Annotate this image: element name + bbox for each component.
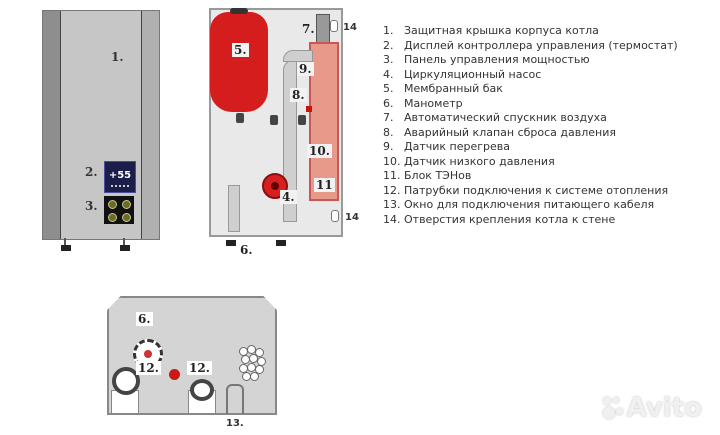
legend-number: 4. <box>383 67 394 81</box>
label-14-bottom: 14 <box>345 212 359 223</box>
legend-text: Защитная крышка корпуса котла <box>404 24 599 37</box>
legend-text: Автоматический спускник воздуха <box>404 111 607 124</box>
legend-number: 10. <box>383 154 401 168</box>
legend-item: 3. Панель управления мощностью <box>383 53 678 68</box>
boiler-front-view <box>42 10 160 240</box>
legend-text: Циркуляционный насос <box>404 67 542 81</box>
heater-block <box>309 42 339 201</box>
legend-item: 8. Аварийный клапан сброса давления <box>383 126 678 141</box>
front-leg-pipe-right <box>123 238 125 246</box>
front-leg-left <box>61 245 71 251</box>
front-leg-right <box>120 245 130 251</box>
legend-item: 2. Дисплей контроллера управления (термос… <box>383 39 678 54</box>
legend-text: Датчик перегрева <box>404 140 510 153</box>
front-right-side <box>141 11 159 239</box>
legend-item: 4. Циркуляционный насос <box>383 68 678 83</box>
valve-1 <box>236 113 244 123</box>
parts-legend: 1. Защитная крышка корпуса котла 2. Диспле… <box>383 24 678 227</box>
valve-3 <box>298 115 306 125</box>
legend-number: 13. <box>383 198 401 211</box>
legend-text: Окно для подключения питающего кабеля <box>404 198 655 211</box>
mount-hole-top <box>330 20 338 32</box>
label-11: 11 <box>314 178 335 192</box>
heating-port-right <box>190 379 214 401</box>
power-button-3 <box>108 213 117 222</box>
label-8: 8. <box>290 88 307 102</box>
label-6-bottom: 6. <box>136 312 153 326</box>
power-control-panel <box>104 196 134 224</box>
cable-window <box>226 384 244 414</box>
legend-number: 1. <box>383 24 394 37</box>
legend-text: Манометр <box>404 96 463 110</box>
red-indicator <box>169 369 180 380</box>
legend-number: 5. <box>383 82 394 95</box>
legend-number: 2. <box>383 38 394 52</box>
front-left-side <box>43 11 61 239</box>
legend-text: Панель управления мощностью <box>404 53 590 66</box>
power-button-1 <box>108 200 117 209</box>
label-12-right: 12. <box>187 361 212 375</box>
legend-text: Патрубки подключения к системе отопления <box>404 183 669 197</box>
legend-number: 7. <box>383 111 394 124</box>
legend-text: Аварийный клапан сброса давления <box>404 125 617 139</box>
legend-item: 7. Автоматический спускник воздуха <box>383 111 678 126</box>
membrane-tank <box>210 8 268 112</box>
display-indicator-dots <box>111 185 129 189</box>
legend-item: 14.Отверстия крепления котла к стене <box>383 213 678 228</box>
avito-logo-icon <box>602 397 625 419</box>
legend-item: 13.Окно для подключения питающего кабеля <box>383 198 678 213</box>
thermostat-display: +55 <box>104 161 136 193</box>
mount-hole-bottom <box>331 210 339 222</box>
return-pipe-left <box>228 185 240 232</box>
label-10: 10. <box>307 144 332 158</box>
legend-item: 1. Защитная крышка корпуса котла <box>383 24 678 39</box>
legend-number: 9. <box>383 140 394 153</box>
legend-number: 11. <box>383 169 401 182</box>
label-12-left: 12. <box>136 361 161 375</box>
inside-pipe-end-left <box>226 240 236 246</box>
legend-text: Отверстия крепления котла к стене <box>404 212 616 226</box>
legend-item: 10.Датчик низкого давления <box>383 155 678 170</box>
legend-item: 11.Блок ТЭНов <box>383 169 678 184</box>
label-5: 5. <box>232 43 249 57</box>
label-14-top: 14 <box>343 22 357 33</box>
pipe-bend <box>283 50 313 62</box>
label-3: 3. <box>85 199 98 213</box>
avito-text: Avito <box>626 393 702 423</box>
inside-pipe-end-right <box>276 240 286 246</box>
power-button-2 <box>122 200 131 209</box>
label-1: 1. <box>111 50 124 64</box>
legend-item: 6. Манометр <box>383 97 678 112</box>
display-value: +55 <box>108 170 132 181</box>
label-7: 7. <box>302 22 315 36</box>
heating-port-left <box>112 367 140 395</box>
legend-text: Дисплей контроллера управления (термоста… <box>404 38 678 52</box>
air-vent <box>316 14 330 44</box>
label-6-inside: 6. <box>240 243 253 257</box>
label-2: 2. <box>85 165 98 179</box>
legend-number: 3. <box>383 53 394 66</box>
legend-number: 6. <box>383 96 394 110</box>
label-9: 9. <box>297 62 314 76</box>
legend-text: Блок ТЭНов <box>404 169 472 182</box>
legend-item: 5. Мембранный бак <box>383 82 678 97</box>
legend-number: 14. <box>383 212 401 226</box>
avito-watermark: Avito <box>602 393 702 423</box>
legend-item: 9. Датчик перегрева <box>383 140 678 155</box>
valve-2 <box>270 115 278 125</box>
legend-number: 12. <box>383 183 401 197</box>
safety-valve-indicator <box>306 106 312 112</box>
front-leg-pipe-left <box>64 238 66 246</box>
legend-text: Мембранный бак <box>404 82 503 95</box>
label-4: 4. <box>280 190 297 204</box>
label-13: 13. <box>226 418 244 429</box>
legend-text: Датчик низкого давления <box>404 154 555 168</box>
legend-item: 12.Патрубки подключения к системе отопле… <box>383 184 678 199</box>
legend-number: 8. <box>383 125 394 139</box>
power-button-4 <box>122 213 131 222</box>
